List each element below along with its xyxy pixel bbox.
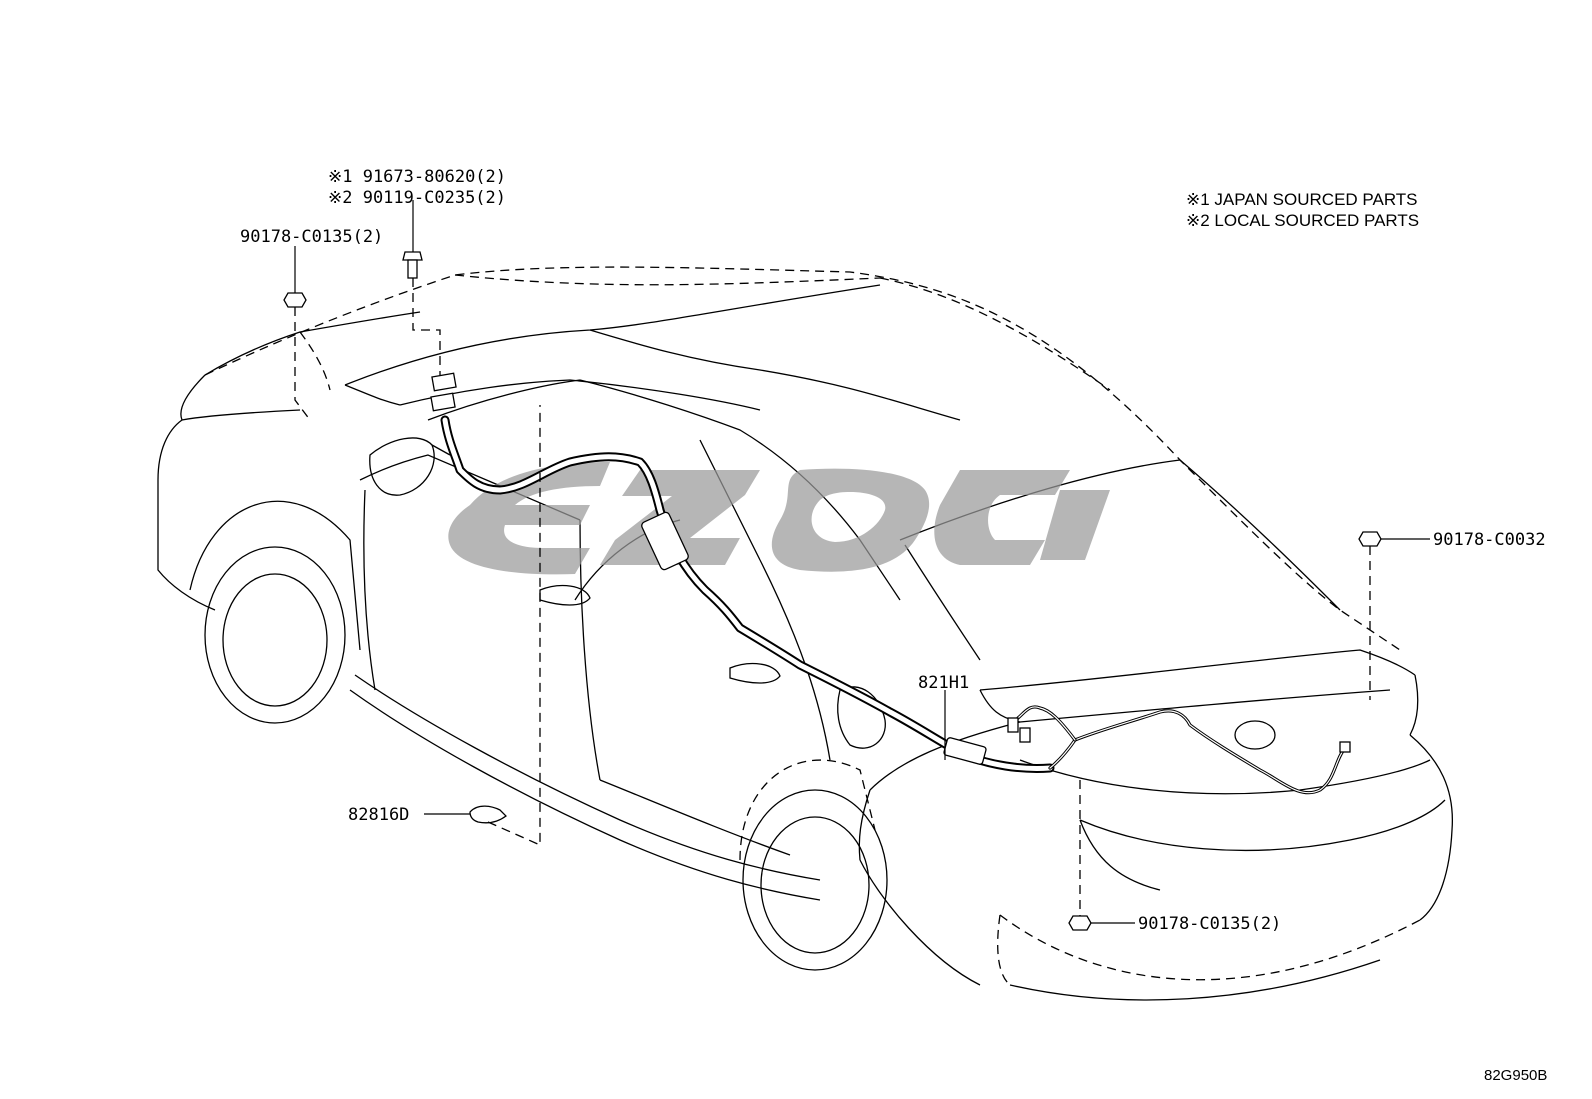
nut-rear-lower-part bbox=[1068, 915, 1092, 931]
wire-harness-821h1 bbox=[430, 372, 1351, 795]
nut-front-left-part bbox=[283, 292, 307, 308]
watermark-logo bbox=[448, 462, 1110, 575]
reference-code: 82G950B bbox=[1484, 1067, 1547, 1084]
clip-part bbox=[469, 805, 507, 824]
callout-clip-82816d: 82816D bbox=[348, 805, 409, 825]
note-local-sourced: ※2 LOCAL SOURCED PARTS bbox=[1186, 211, 1419, 230]
installation-lines bbox=[294, 278, 1371, 916]
callout-nut-rear-right: 90178-C0032 bbox=[1433, 530, 1546, 550]
callout-bolt-japan: ※1 91673-80620(2) bbox=[328, 167, 506, 187]
note-japan-sourced: ※1 JAPAN SOURCED PARTS bbox=[1186, 190, 1418, 209]
callout-nut-rear-lower: 90178-C0135(2) bbox=[1138, 914, 1281, 934]
bolt-part bbox=[402, 251, 423, 279]
callout-nut-front-left: 90178-C0135(2) bbox=[240, 227, 383, 247]
callout-harness-821h1: 821H1 bbox=[918, 673, 969, 693]
callout-bolt-local: ※2 90119-C0235(2) bbox=[328, 188, 506, 208]
nut-rear-right-part bbox=[1358, 531, 1382, 547]
car-body-outline bbox=[157, 266, 1454, 1001]
leader-lines bbox=[294, 200, 1430, 924]
